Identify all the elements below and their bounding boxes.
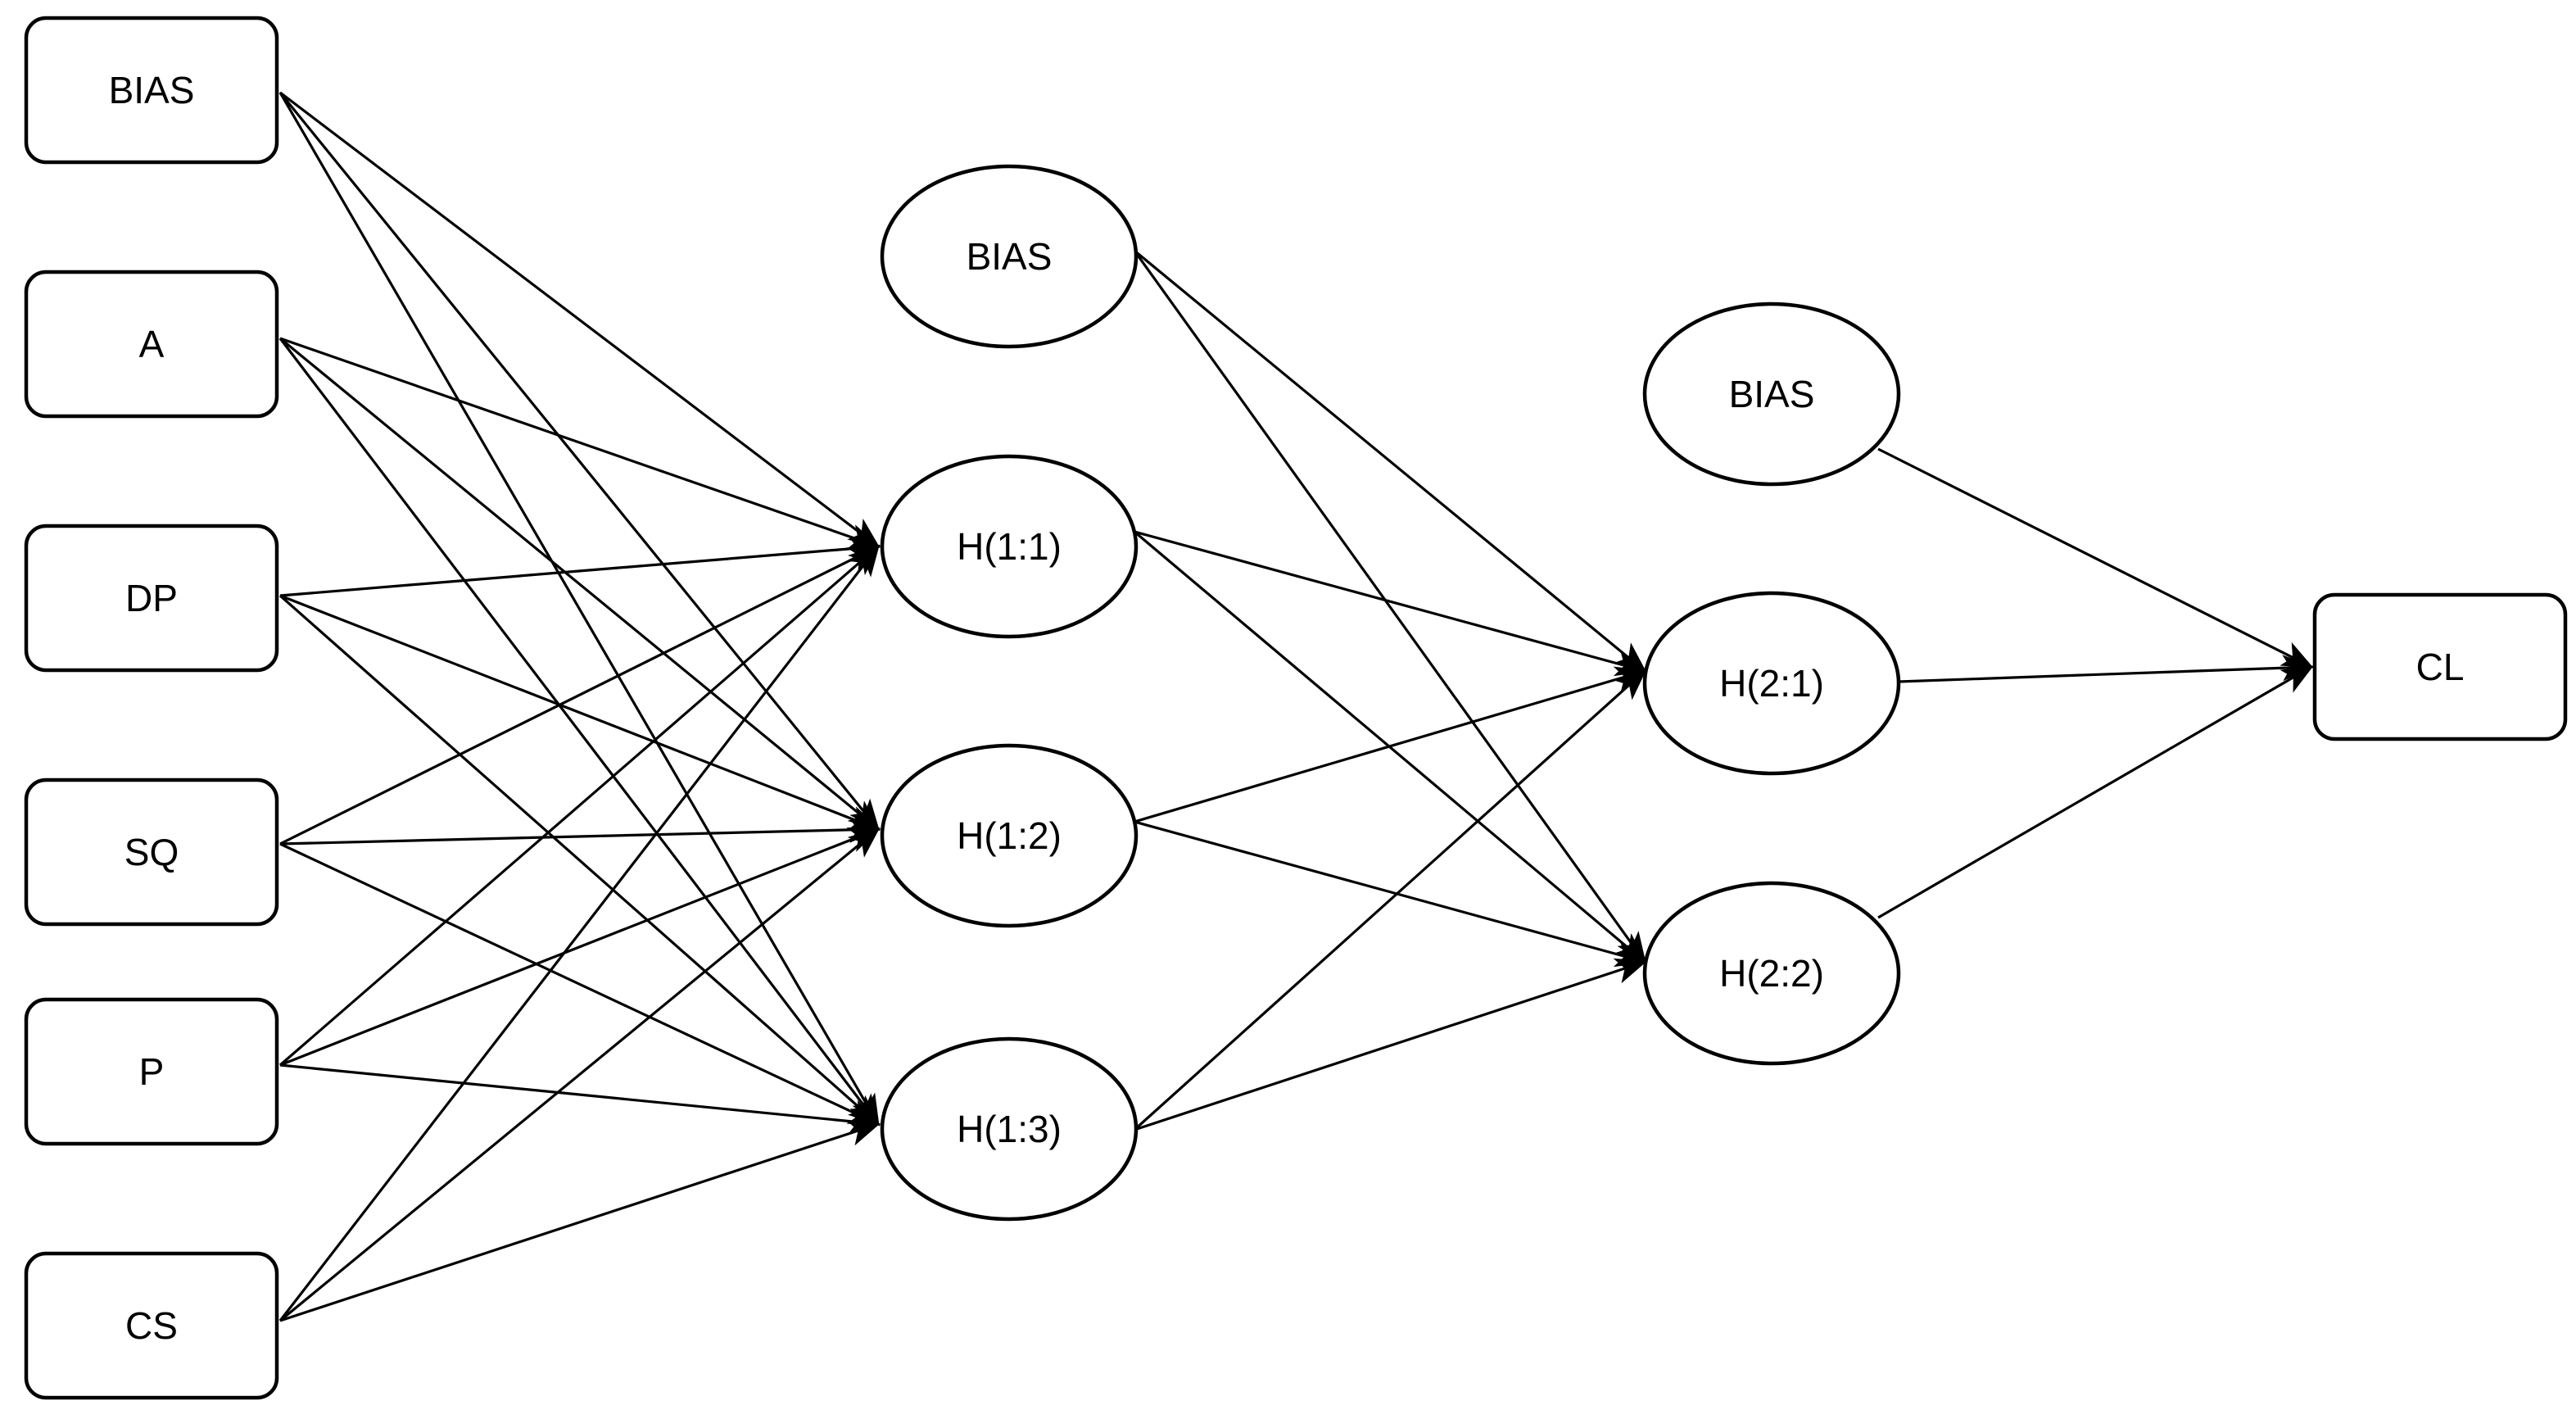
edge-h13-to-h21 [1133,669,1647,1131]
edge-h11-to-h21 [1134,530,1648,677]
edge-in_dp-to-h11 [279,535,881,597]
hidden1-node-h13: H(1:3) [880,1036,1139,1222]
input-node-dp: DP [24,524,279,673]
hidden1-node-bias: BIAS [880,164,1139,349]
input-node-p-label: P [139,1050,165,1093]
input-node-a-label: A [139,323,165,365]
output-node-cl: CL [2312,592,2568,741]
hidden2-node-bias-label: BIAS [1729,373,1815,415]
edge-in_p-to-h11 [278,544,881,1067]
edge-in_a-to-h13 [278,338,880,1127]
edge-in_bias-to-h11 [279,91,881,548]
connections [278,91,2315,1322]
hidden1-node-h12: H(1:2) [880,743,1139,928]
edge-in_cs-to-h12 [278,827,881,1322]
input-node-dp-label: DP [125,577,178,619]
edge-h21-to-out_cl [1898,655,2315,683]
edge-in_bias-to-h13 [278,92,880,1127]
hidden2-node-h22-label: H(2:2) [1719,952,1824,995]
edge-in_sq-to-h11 [279,545,881,846]
hidden1-node-h11-label: H(1:1) [957,525,1062,568]
input-node-p: P [24,997,279,1146]
input-node-cs: CS [24,1251,279,1400]
edge-in_cs-to-h11 [278,544,880,1322]
hidden2-node-bias: BIAS [1642,301,1901,487]
nodes: BIAS A DP SQ P CS BIAS H(1:1) [24,16,2568,1400]
edge-in_sq-to-h12 [279,816,881,846]
hidden2-node-h21: H(2:1) [1642,591,1901,776]
edge-in_p-to-h13 [279,1063,881,1135]
edge-h12-to-h21 [1134,666,1648,823]
edge-in_p-to-h12 [279,827,881,1067]
hidden1-node-h12-label: H(1:2) [957,814,1062,857]
output-node-cl-label: CL [2416,646,2465,688]
edge-h12-to-h22 [1134,820,1648,968]
input-node-bias-label: BIAS [109,69,195,111]
input-node-bias: BIAS [24,16,279,165]
edge-in_sq-to-h13 [279,842,881,1126]
hidden2-node-h21-label: H(2:1) [1719,662,1824,705]
edge-h2_bias-to-out_cl [1877,447,2314,669]
input-node-sq-label: SQ [124,831,179,873]
edge-in_a-to-h11 [279,337,881,550]
edge-in_dp-to-h12 [279,594,881,832]
edge-h13-to-h22 [1134,958,1648,1131]
edge-in_a-to-h12 [278,337,881,832]
edge-in_cs-to-h13 [279,1120,881,1322]
edge-in_dp-to-h13 [278,594,881,1127]
hidden2-node-h22: H(2:2) [1642,881,1901,1066]
input-node-cs-label: CS [125,1304,178,1347]
input-node-sq: SQ [24,778,279,927]
edge-h1_bias-to-h21 [1133,249,1647,673]
edge-in_bias-to-h12 [278,91,881,832]
edge-h1_bias-to-h22 [1133,250,1646,964]
hidden1-node-bias-label: BIAS [967,235,1053,278]
hidden1-node-h13-label: H(1:3) [957,1108,1062,1150]
input-node-a: A [24,270,279,419]
hidden1-node-h11: H(1:1) [880,454,1139,639]
edge-h22-to-out_cl [1877,665,2314,919]
